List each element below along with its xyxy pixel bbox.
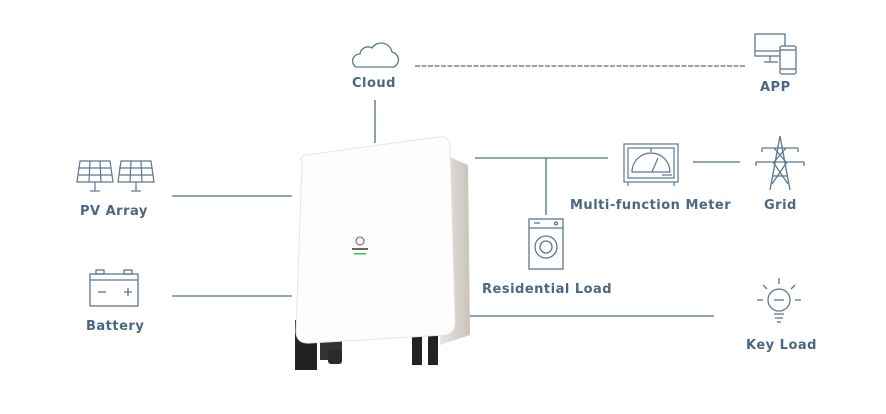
pv-array-label: PV Array [80,204,148,219]
washing-machine-icon [528,218,564,270]
cloud-label: Cloud [352,76,396,91]
battery-label: Battery [86,319,145,334]
residential-load-label: Residential Load [482,282,613,297]
app-devices-icon [754,33,797,75]
battery-icon [89,269,139,307]
grid-label: Grid [764,198,797,213]
meter-icon [623,143,679,186]
meter-label: Multi-function Meter [570,198,732,213]
power-tower-icon [755,135,805,191]
inverter-image [295,136,470,370]
cloud-icon [352,42,400,68]
light-bulb-icon [757,278,801,323]
app-label: APP [760,80,791,95]
solar-panel-icon [76,160,155,192]
key-load-label: Key Load [746,338,817,353]
